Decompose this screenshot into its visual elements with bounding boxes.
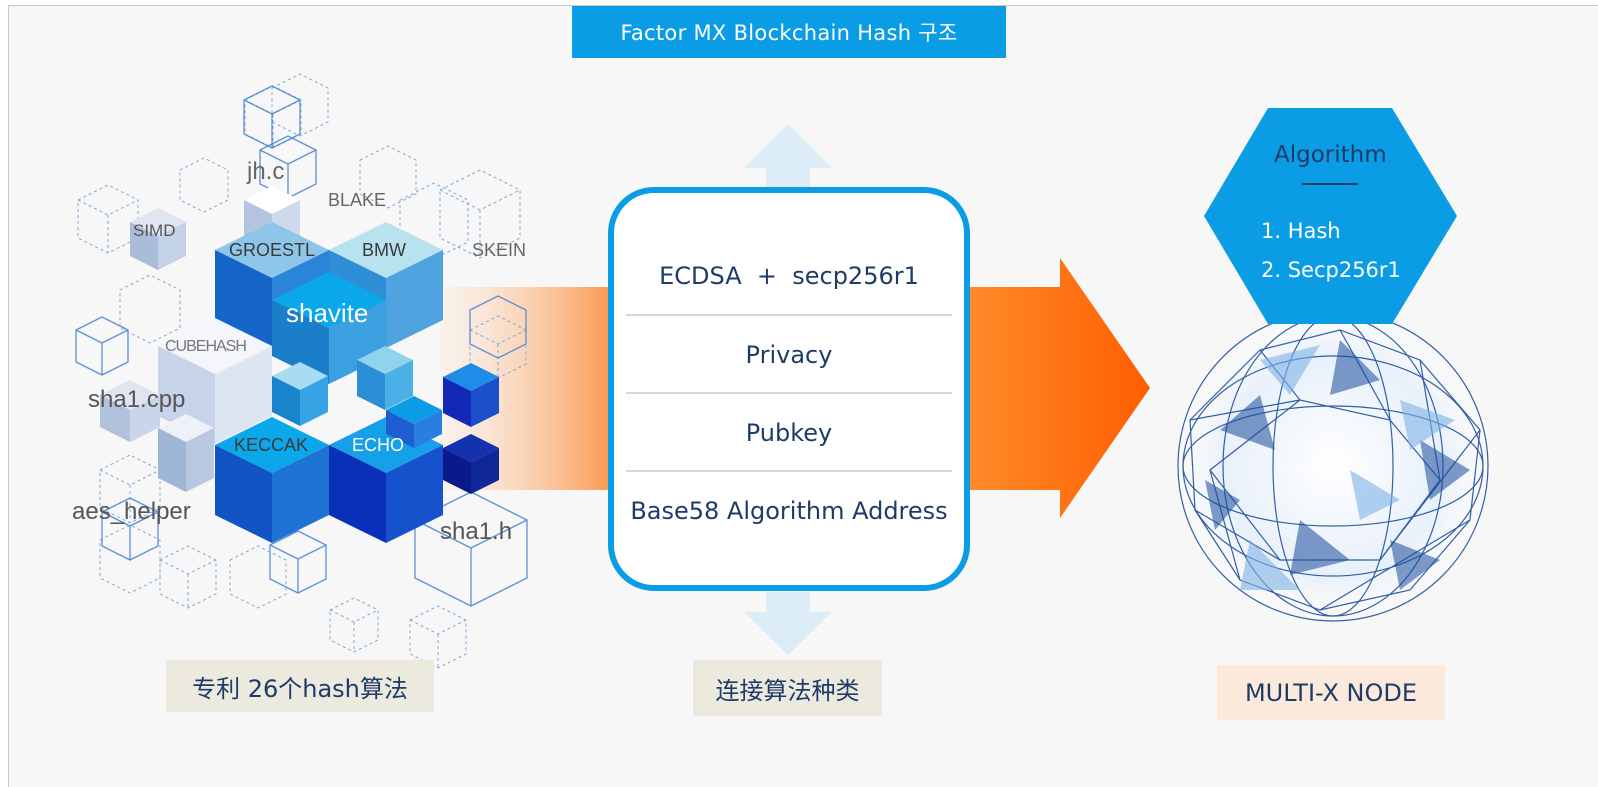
label-sha1-h: sha1.h: [440, 518, 513, 545]
label-cubehash: CUBEHASH: [165, 338, 247, 355]
algo-row-ecdsa: ECDSA + secp256r1: [659, 262, 919, 290]
label-bmw: BMW: [362, 240, 406, 260]
network-globe: [1175, 308, 1491, 624]
label-aes-helper: aes_helper: [72, 498, 191, 525]
algo-row-privacy: Privacy: [745, 341, 833, 369]
label-sha1-cpp: sha1.cpp: [88, 386, 186, 413]
algo-divider: [626, 470, 952, 472]
hexagon-item-hash: 1. Hash: [1261, 219, 1341, 243]
up-arrow: [744, 124, 832, 187]
label-keccak: KECCAK: [234, 435, 309, 455]
caption-hash-algorithms-text: 专利 26个hash算法: [192, 674, 408, 703]
label-jh-c: jh.c: [247, 158, 285, 185]
caption-algorithm-types: 连接算法种类: [693, 660, 882, 716]
down-arrow: [744, 592, 832, 655]
right-arrow: [970, 258, 1150, 518]
label-simd: SIMD: [133, 221, 176, 240]
label-groestl: GROESTL: [229, 240, 316, 260]
caption-algorithm-types-text: 连接算法种类: [715, 676, 860, 705]
hexagon-item-secp: 2. Secp256r1: [1261, 258, 1401, 282]
algorithm-box: ECDSA + secp256r1 Privacy Pubkey Base58 …: [608, 187, 970, 591]
label-blake: BLAKE: [328, 190, 387, 210]
algo-divider: [626, 314, 952, 316]
title-text: Factor MX Blockchain Hash 구조: [620, 21, 958, 45]
label-shavite: shavite: [286, 298, 369, 328]
algo-row-base58: Base58 Algorithm Address: [630, 497, 948, 525]
algo-divider: [626, 392, 952, 394]
label-skein: SKEIN: [472, 240, 527, 260]
algorithm-hexagon: [1204, 108, 1457, 324]
label-echo: ECHO: [352, 435, 405, 455]
title-banner: Factor MX Blockchain Hash 구조: [572, 6, 1006, 58]
caption-multi-x-node-text: MULTI-X NODE: [1244, 678, 1418, 707]
caption-hash-algorithms: 专利 26个hash算法: [166, 660, 434, 712]
hexagon-title: Algorithm: [1274, 142, 1387, 168]
caption-multi-x-node: MULTI-X NODE: [1217, 665, 1445, 720]
algo-row-pubkey: Pubkey: [745, 419, 833, 447]
solid-cubes: [100, 186, 499, 543]
